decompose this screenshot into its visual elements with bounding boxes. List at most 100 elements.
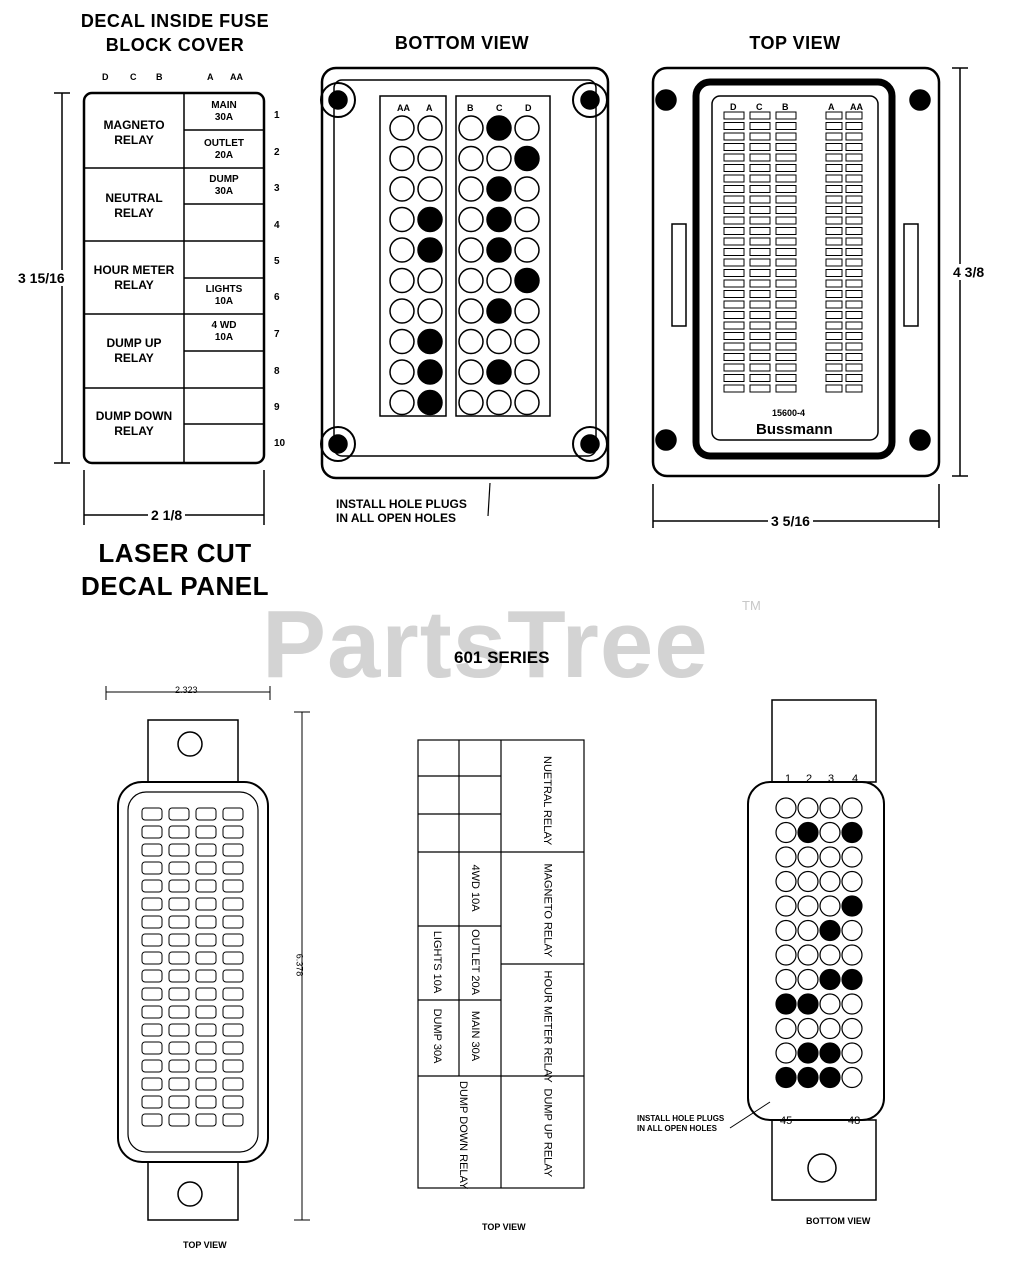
tv-fuse-slot <box>749 311 771 319</box>
bv-cavity <box>389 389 415 416</box>
tv-fuse-slot <box>723 227 745 235</box>
tv-fuse-slot <box>723 258 745 267</box>
bv-cavity <box>486 145 512 172</box>
tv-fuse-slot <box>845 258 863 267</box>
tv-fuse-slot <box>845 143 863 151</box>
tv-fuse-slot <box>723 321 745 330</box>
series-title: 601 SERIES <box>454 648 550 667</box>
bv-cavity <box>458 237 484 263</box>
decal-title-line2: BLOCK COVER <box>105 35 245 55</box>
tv-fuse-slot <box>775 237 797 246</box>
tv-fuse-slot <box>845 279 863 288</box>
lc-body <box>117 781 269 1163</box>
lc-terminal <box>195 843 217 857</box>
rc-cavity <box>819 993 841 1015</box>
decal-row-7: 7 <box>274 329 280 340</box>
bv-cavity <box>458 267 484 294</box>
lc-terminal <box>141 897 163 911</box>
rc-cavity <box>775 1042 797 1064</box>
tv-outer <box>651 66 941 478</box>
bv-mount-ring <box>320 82 356 118</box>
lc-terminal <box>195 1059 217 1073</box>
tv-fuse-slot <box>845 132 863 141</box>
rc-cavity <box>797 870 819 893</box>
rc-cavity <box>841 797 863 819</box>
lc-height-label: 6.378 <box>294 953 305 977</box>
lc-terminal <box>141 987 163 1001</box>
tv-col-a: A <box>828 102 835 112</box>
d601-fuse-outlet: OUTLET 20A <box>469 929 481 995</box>
rc-col-2: 2 <box>806 773 813 785</box>
rc-cavity <box>819 1066 841 1089</box>
tv-fuse-slot <box>825 311 843 319</box>
tv-fuse-slot <box>845 269 863 277</box>
tv-fuse-slot <box>775 384 797 393</box>
lc-terminal <box>141 1095 163 1109</box>
tv-width-label: 3 5/16 <box>768 513 813 529</box>
tv-fuse-slot <box>775 269 797 277</box>
lc-terminal <box>141 1041 163 1055</box>
tv-fuse-slot <box>775 143 797 151</box>
lc-terminal <box>222 933 244 947</box>
bv-cavity <box>417 328 443 355</box>
tv-fuse-slot <box>775 311 797 319</box>
decal-row-1: 1 <box>274 110 280 121</box>
tv-fuse-slot <box>723 111 745 120</box>
tv-fuse-slot <box>749 332 771 340</box>
bv-cavity <box>389 145 415 172</box>
tv-fuse-slot <box>825 269 843 277</box>
bv-col-d: D <box>525 103 532 113</box>
rc-cavity <box>797 993 819 1015</box>
rc-cavity <box>797 846 819 868</box>
tv-fuse-slot <box>825 321 843 330</box>
lc-terminal <box>222 915 244 929</box>
tv-fuse-slot <box>723 311 745 319</box>
tv-fuse-slot <box>825 164 843 172</box>
lc-terminal <box>222 825 244 839</box>
tv-fuse-slot <box>825 384 843 393</box>
lc-terminal <box>195 861 217 875</box>
tv-frame <box>692 78 896 460</box>
bv-mount-ring <box>572 426 608 462</box>
tv-fuse-slot <box>825 279 843 288</box>
bv-cavity <box>514 359 540 385</box>
tv-mount-hole <box>655 429 677 451</box>
lc-terminal <box>141 1005 163 1019</box>
tv-fuse-slot <box>825 342 843 351</box>
decal-row-3: 3 <box>274 183 280 194</box>
bv-outer <box>320 66 610 480</box>
rc-cavity <box>775 895 797 917</box>
decal-row-5: 5 <box>274 256 280 267</box>
tv-fuse-slot <box>775 153 797 162</box>
bv-inner <box>333 79 597 457</box>
decal-width-label: 2 1/8 <box>148 507 186 523</box>
tv-fuse-slot <box>825 300 843 309</box>
watermark-tm: TM <box>742 598 761 613</box>
tv-fuse-slot <box>825 206 843 214</box>
lc-terminal <box>141 861 163 875</box>
rc-cavity <box>775 1066 797 1089</box>
bv-cavity <box>514 267 540 294</box>
bv-cavity <box>417 359 443 385</box>
bottom-view-title: BOTTOM VIEW <box>394 33 530 53</box>
tv-fuse-slot <box>749 111 771 120</box>
lc-terminal <box>141 1077 163 1091</box>
rc-cavity <box>841 846 863 868</box>
bv-cavity <box>417 145 443 172</box>
bv-cavity <box>458 328 484 355</box>
rc-top-ear <box>771 699 877 783</box>
decal-row-6: 6 <box>274 292 280 303</box>
decal-relay-hourmeter: HOUR METER RELAY <box>93 263 175 292</box>
tv-fuse-slot <box>825 111 843 120</box>
rc-cavity <box>819 870 841 893</box>
tv-fuse-slot <box>775 363 797 372</box>
rc-cavity <box>819 895 841 917</box>
tv-fuse-slot <box>825 237 843 246</box>
tv-fuse-slot <box>825 174 843 183</box>
tv-fuse-slot <box>775 227 797 235</box>
bv-cavity <box>486 115 512 141</box>
d601-fuse-main: MAIN 30A <box>469 1010 481 1062</box>
decal-col-c: C <box>130 72 137 82</box>
rc-cavity <box>775 821 797 844</box>
